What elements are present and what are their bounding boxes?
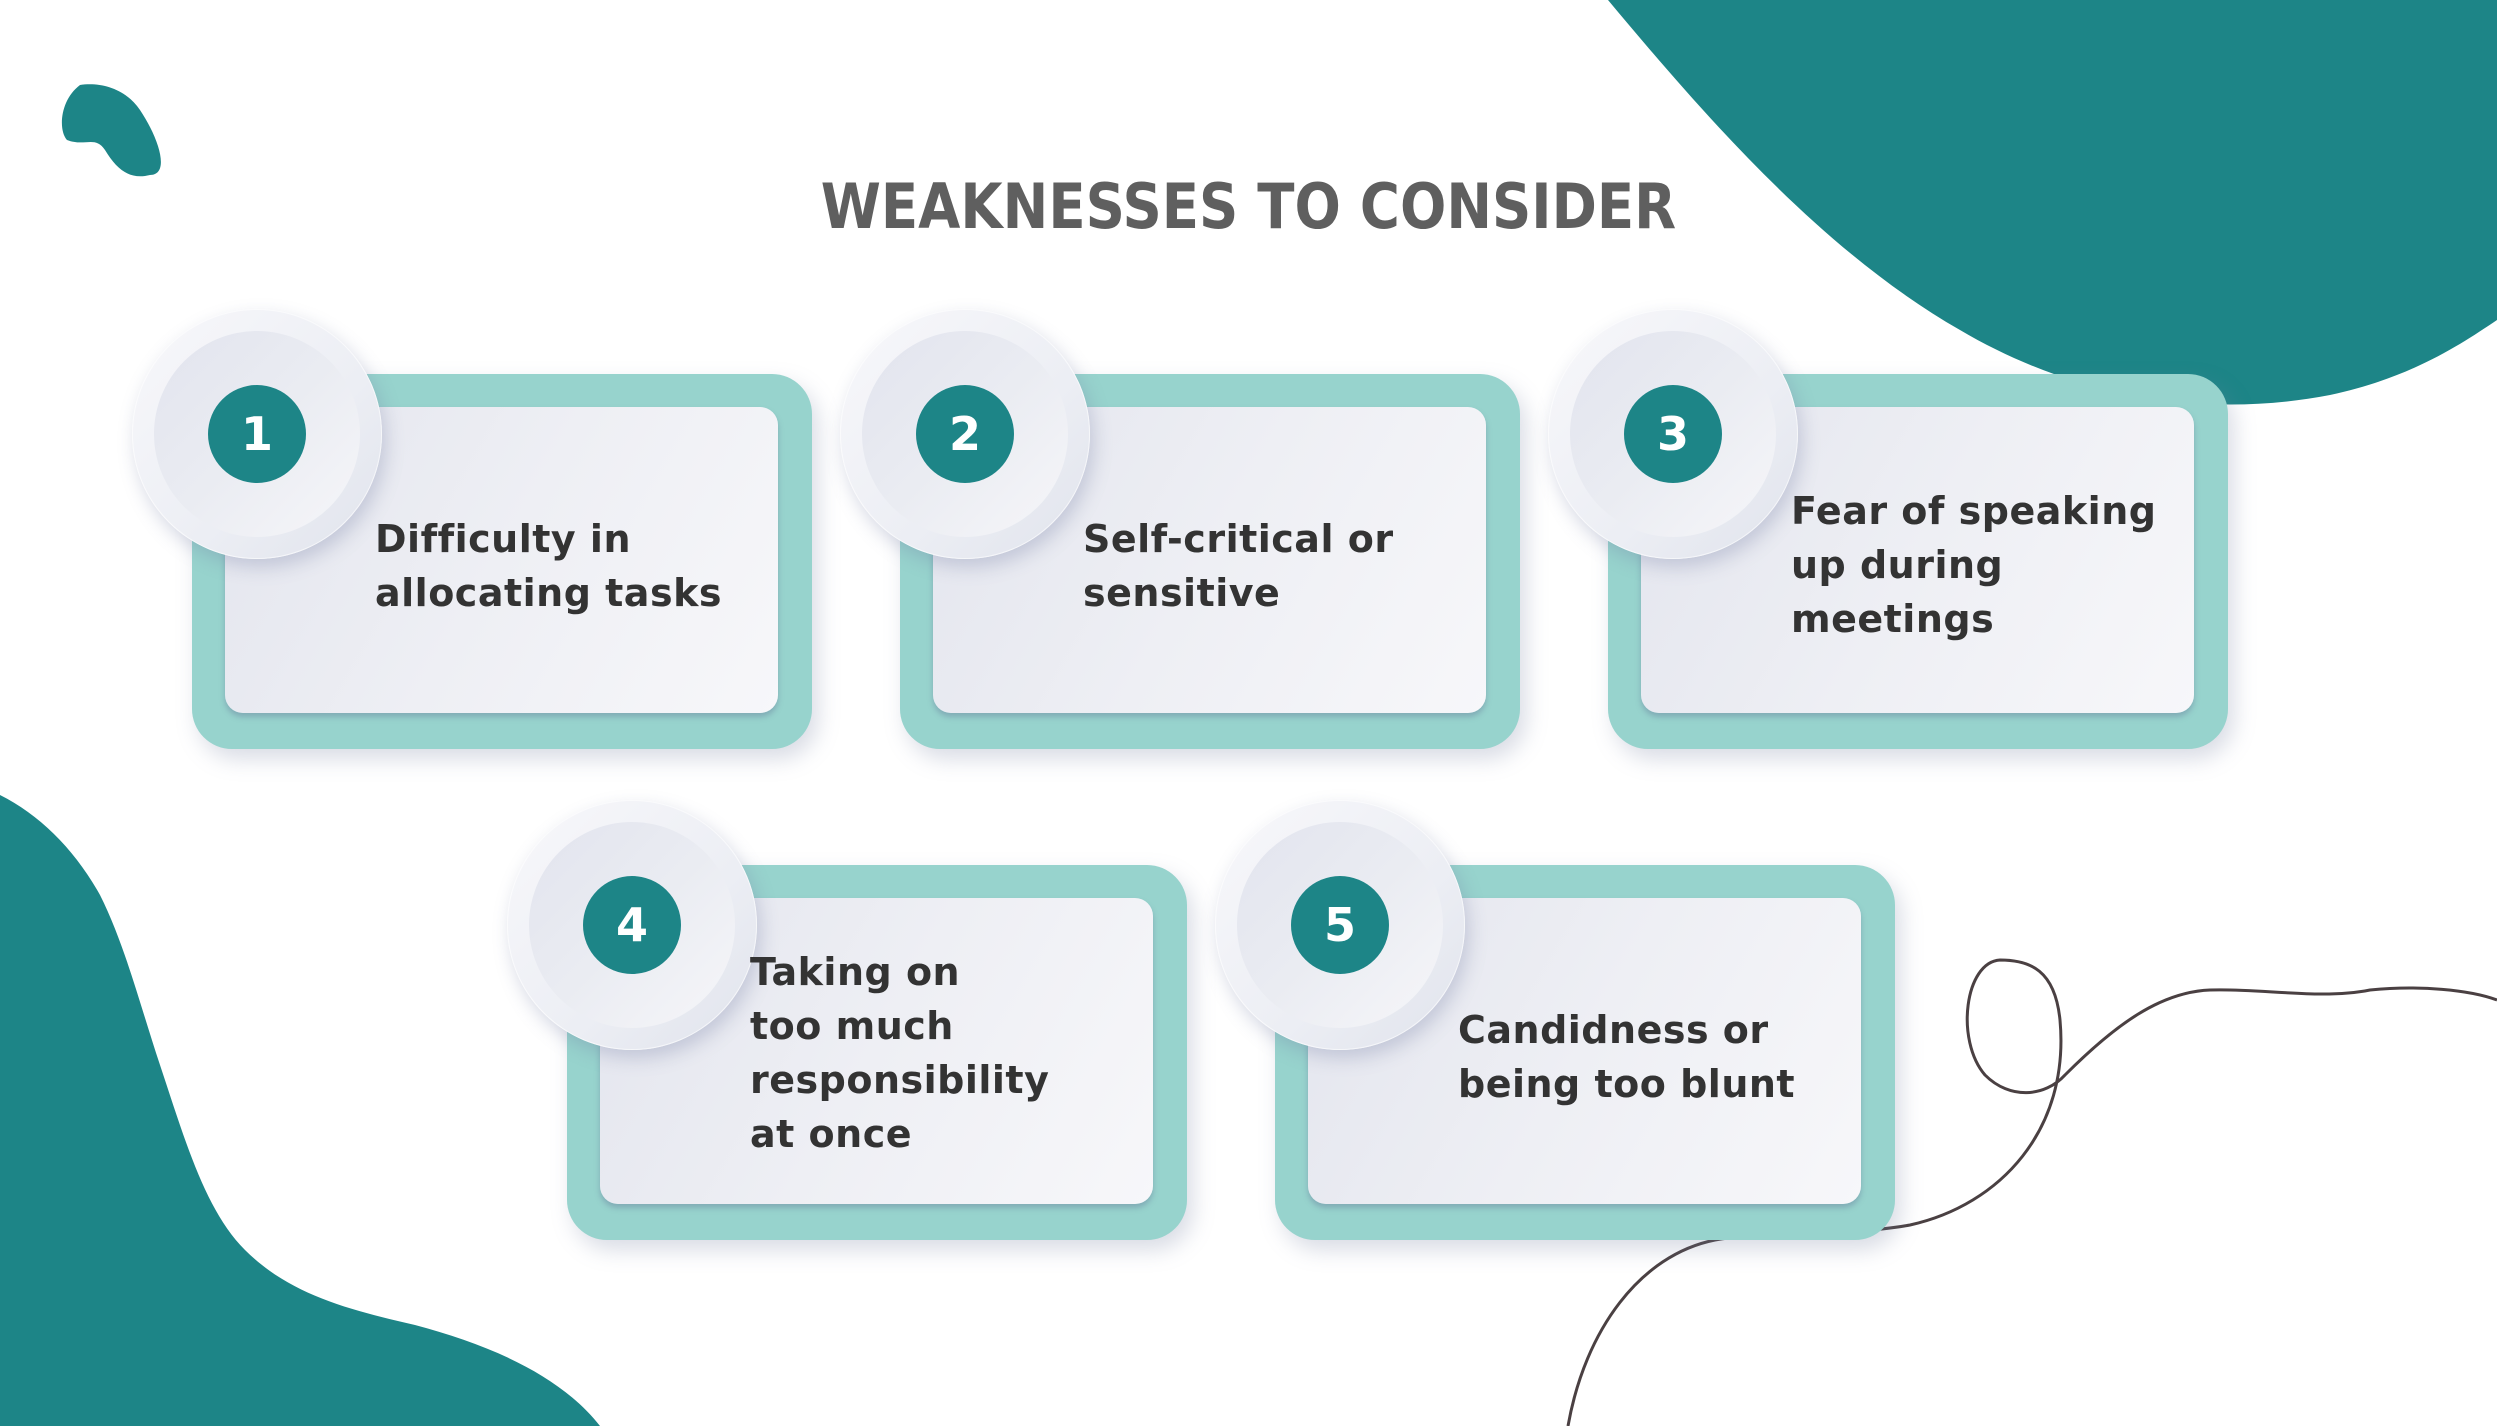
label-line: Difficulty in [375, 517, 632, 561]
weakness-label: Candidness or being too blunt [1458, 1003, 1878, 1111]
number-disc: 2 [916, 385, 1014, 483]
weakness-card-1: 1 Difficulty in allocating tasks [132, 309, 812, 749]
label-line: too much [750, 1004, 954, 1048]
label-line: allocating tasks [375, 571, 722, 615]
label-line: up during [1791, 543, 2004, 587]
weakness-label: Difficulty in allocating tasks [375, 512, 795, 620]
weakness-card-4: 4 Taking on too much responsibility at o… [507, 800, 1187, 1240]
weakness-label: Taking on too much responsibility at onc… [750, 945, 1170, 1161]
label-line: Fear of speaking [1791, 489, 2157, 533]
label-line: Candidness or [1458, 1008, 1769, 1052]
weakness-label: Self-critical or sensitive [1083, 512, 1503, 620]
number-disc: 3 [1624, 385, 1722, 483]
page-title: WEAKNESSES TO CONSIDER [820, 170, 1677, 243]
label-line: Taking on [750, 950, 961, 994]
number-badge: 5 [1215, 800, 1465, 1050]
label-line: sensitive [1083, 571, 1281, 615]
label-line: responsibility [750, 1058, 1050, 1102]
number-badge: 4 [507, 800, 757, 1050]
weakness-card-2: 2 Self-critical or sensitive [840, 309, 1520, 749]
weakness-card-3: 3 Fear of speaking up during meetings [1548, 309, 2228, 749]
label-line: at once [750, 1112, 912, 1156]
number-badge: 1 [132, 309, 382, 559]
label-line: Self-critical or [1083, 517, 1394, 561]
weakness-card-5: 5 Candidness or being too blunt [1215, 800, 1895, 1240]
top-left-small-blob-shape [61, 84, 161, 177]
number-disc: 4 [583, 876, 681, 974]
label-line: meetings [1791, 597, 1995, 641]
number-disc: 1 [208, 385, 306, 483]
number-badge: 3 [1548, 309, 1798, 559]
number-badge: 2 [840, 309, 1090, 559]
weakness-label: Fear of speaking up during meetings [1791, 484, 2211, 646]
label-line: being too blunt [1458, 1062, 1796, 1106]
bottom-left-blob-shape [0, 795, 600, 1426]
number-disc: 5 [1291, 876, 1389, 974]
